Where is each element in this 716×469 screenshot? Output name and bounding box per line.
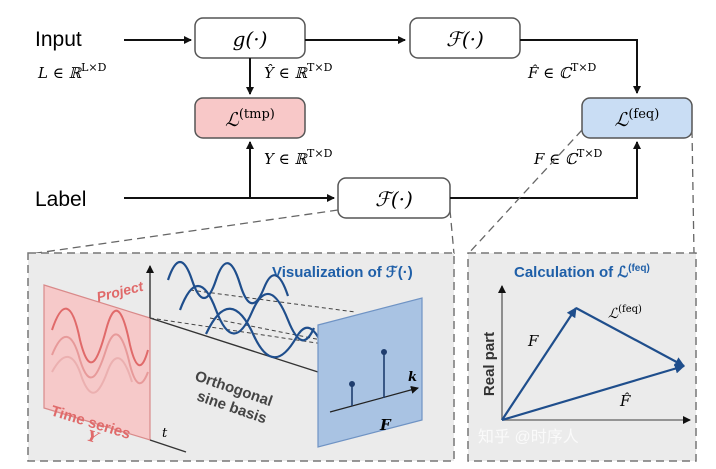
watermark: 知乎 @时序人: [478, 428, 579, 446]
leader-line-right-a: [467, 129, 583, 255]
spectrum-point-1: [349, 381, 355, 387]
y-dimension: Y ∈ ℝT×D: [264, 147, 333, 168]
sine-basis-wave-3: [205, 307, 323, 359]
vector-fhat-label: F̂: [619, 392, 631, 410]
g-box-label: g(·): [233, 27, 268, 51]
loss-feq-box: [581, 97, 693, 139]
f-top-box: [409, 17, 521, 59]
f-dimension: F ∈ ℂT×D: [533, 147, 603, 168]
input-dimension: L ∈ ℝL×D: [37, 61, 107, 82]
input-label: Input: [35, 28, 82, 51]
leader-line-mid: [449, 209, 455, 255]
k-axis-label: k: [408, 370, 417, 385]
frequency-plane: [317, 297, 423, 448]
vector-f-label: F: [527, 332, 539, 350]
visualization-title: Visualization of ℱ(·): [272, 264, 413, 281]
calculation-title: Calculation of ℒ(feq): [514, 263, 650, 281]
arrow-f-bottom-to-loss-feq: [450, 141, 641, 199]
f-spectrum-label: F: [379, 416, 392, 434]
time-series-wave-2: [51, 333, 149, 385]
t-axis-label: t: [162, 426, 168, 441]
loss-tmp-label: ℒ(tmp): [225, 107, 275, 131]
arrow-f-top-to-loss-feq: [520, 39, 641, 94]
loss-tmp-box: [194, 97, 306, 139]
sine-basis-wave-2: [178, 285, 316, 342]
leader-line-left: [29, 209, 339, 255]
time-series-wave-1: [51, 307, 149, 367]
f-bottom-box-label: ℱ(·): [375, 187, 413, 211]
yhat-dimension: Ŷ ∈ ℝT×D: [264, 61, 333, 82]
viz-axis-time: [149, 439, 187, 453]
spectrum-point-2: [381, 349, 387, 355]
vector-loss-feq: [575, 307, 685, 367]
fhat-dimension: F̂ ∈ ℂT×D: [527, 61, 597, 82]
viz-axis-depth: [149, 317, 319, 373]
sine-basis-wave-1: [166, 260, 290, 305]
time-series-wave-3: [51, 356, 133, 394]
vector-loss-feq-label: ℒ(feq): [608, 304, 642, 322]
leader-line-right-b: [691, 129, 695, 255]
frequency-axis-k: [329, 385, 419, 413]
real-part-axis-label: Real part: [481, 332, 498, 396]
label-label: Label: [35, 188, 86, 211]
vector-f: [501, 307, 577, 421]
loss-feq-label: ℒ(feq): [615, 107, 660, 131]
vector-fhat: [501, 363, 685, 422]
calculation-panel: [467, 252, 697, 462]
f-top-box-label: ℱ(·): [446, 27, 484, 51]
